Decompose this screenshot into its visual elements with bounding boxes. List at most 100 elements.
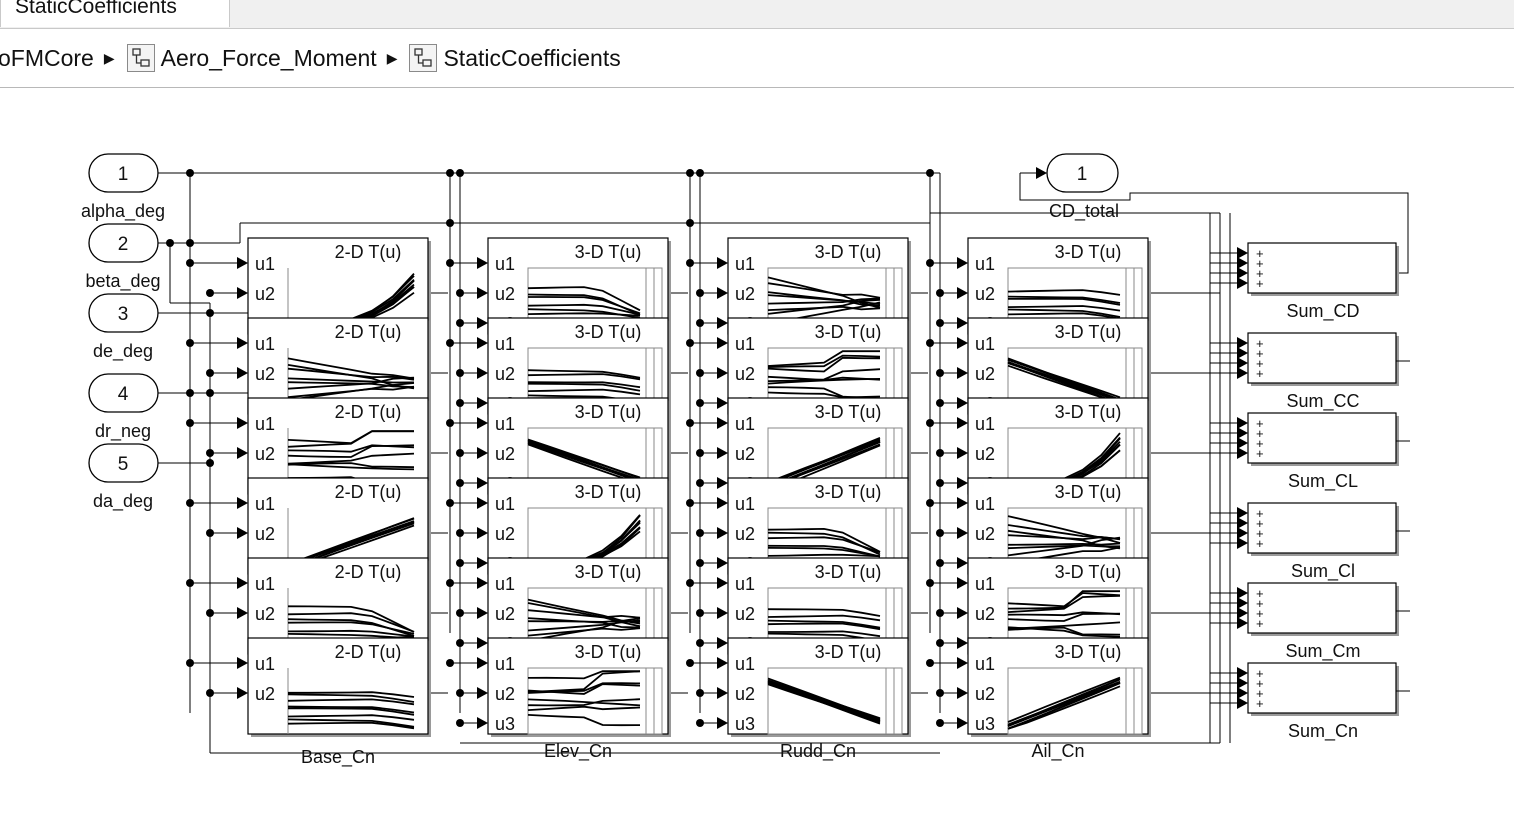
sum-block[interactable]: ++++Sum_CD <box>1210 242 1399 322</box>
table-curve <box>1007 592 1121 608</box>
table-curve <box>767 356 881 373</box>
port-label: u2 <box>975 284 995 304</box>
arrowhead-icon <box>717 607 728 619</box>
port-label: u2 <box>735 444 755 464</box>
branch-point <box>206 289 214 297</box>
outport-cd-total[interactable]: 1CD_total <box>1036 153 1119 222</box>
arrowhead-icon <box>1237 267 1248 279</box>
table-group-name: Elev_Cn <box>544 741 612 762</box>
arrowhead-icon <box>477 417 488 429</box>
branch-point <box>456 719 464 727</box>
arrowhead-icon <box>717 417 728 429</box>
arrowhead-icon <box>717 717 728 729</box>
inport-5[interactable]: 5da_deg <box>88 443 159 512</box>
table-curve <box>767 350 880 367</box>
sum-sign: + <box>1256 596 1264 611</box>
port-label: u2 <box>975 604 995 624</box>
branch-point <box>206 609 214 617</box>
port-label: u2 <box>255 444 275 464</box>
block-title: 3-D T(u) <box>575 322 642 342</box>
branch-point <box>186 389 194 397</box>
branch-point <box>206 389 214 397</box>
block-title: 3-D T(u) <box>575 642 642 662</box>
branch-point <box>936 449 944 457</box>
table-curve <box>1007 542 1121 546</box>
arrowhead-icon <box>477 557 488 569</box>
sum-block[interactable]: ++++Sum_Cl <box>1210 502 1410 582</box>
breadcrumb-item-aero-force-moment[interactable]: Aero_Force_Moment <box>126 44 377 72</box>
table-curve <box>527 609 641 619</box>
branch-point <box>936 719 944 727</box>
arrowhead-icon <box>477 577 488 589</box>
sum-sign: + <box>1256 266 1264 281</box>
arrowhead-icon <box>237 447 248 459</box>
inport-4[interactable]: 4dr_neg <box>88 373 159 442</box>
arrowhead-icon <box>477 367 488 379</box>
port-label: u2 <box>735 284 755 304</box>
branch-point <box>936 289 944 297</box>
block-body <box>1247 412 1397 464</box>
breadcrumb-item-static-coefficients[interactable]: StaticCoefficients <box>409 44 621 72</box>
arrowhead-icon <box>1237 597 1248 609</box>
arrowhead-icon <box>957 337 968 349</box>
branch-point <box>456 559 464 567</box>
inport-body <box>88 293 159 333</box>
table-curve <box>1007 676 1121 723</box>
sum-block[interactable]: ++++Sum_CC <box>1210 332 1410 412</box>
arrowhead-icon <box>957 657 968 669</box>
arrowhead-icon <box>957 717 968 729</box>
branch-point <box>206 459 214 467</box>
inport-number: 5 <box>118 454 129 475</box>
tab-static-coefficients[interactable]: StaticCoefficients <box>0 0 230 27</box>
port-label: u1 <box>735 494 755 514</box>
sum-sign: + <box>1256 616 1264 631</box>
block-title: 3-D T(u) <box>1055 562 1122 582</box>
table-curve <box>527 373 641 381</box>
table-curve <box>767 378 881 385</box>
table-curve <box>767 297 881 305</box>
arrowhead-icon <box>1237 417 1248 429</box>
arrowhead-icon <box>237 577 248 589</box>
table-curve <box>287 612 415 633</box>
breadcrumb-item-ofmcore[interactable]: oFMCore <box>0 45 94 72</box>
sum-block[interactable]: ++++Sum_CL <box>1210 412 1410 492</box>
port-label: u2 <box>975 684 995 704</box>
port-label: u3 <box>975 714 995 734</box>
arrowhead-icon <box>237 417 248 429</box>
port-label: u1 <box>255 254 275 274</box>
table-curve <box>287 721 415 730</box>
inport-name: alpha_deg <box>81 201 165 222</box>
inport-3[interactable]: 3de_deg <box>88 293 159 362</box>
table-curve <box>767 679 881 721</box>
arrowhead-icon <box>1237 347 1248 359</box>
table-curve <box>287 381 415 388</box>
sum-block[interactable]: ++++Sum_Cn <box>1210 662 1410 742</box>
inport-name: dr_neg <box>95 421 151 442</box>
table-curve <box>287 377 415 384</box>
sum-block[interactable]: ++++Sum_Cm <box>1210 582 1410 662</box>
arrowhead-icon <box>237 257 248 269</box>
sum-block-name: Sum_CD <box>1286 301 1359 322</box>
block-title: 2-D T(u) <box>335 242 402 262</box>
table-curve <box>527 369 641 379</box>
port-label: u1 <box>495 574 515 594</box>
arrowhead-icon <box>477 637 488 649</box>
table-curve <box>527 303 641 316</box>
sum-sign: + <box>1256 416 1264 431</box>
port-label: u2 <box>975 444 995 464</box>
sum-sign: + <box>1256 536 1264 551</box>
branch-point <box>936 319 944 327</box>
table-curve <box>287 463 415 471</box>
arrowhead-icon <box>717 497 728 509</box>
arrowhead-icon <box>957 477 968 489</box>
arrowhead-icon <box>1237 537 1248 549</box>
arrowhead-icon <box>1237 507 1248 519</box>
